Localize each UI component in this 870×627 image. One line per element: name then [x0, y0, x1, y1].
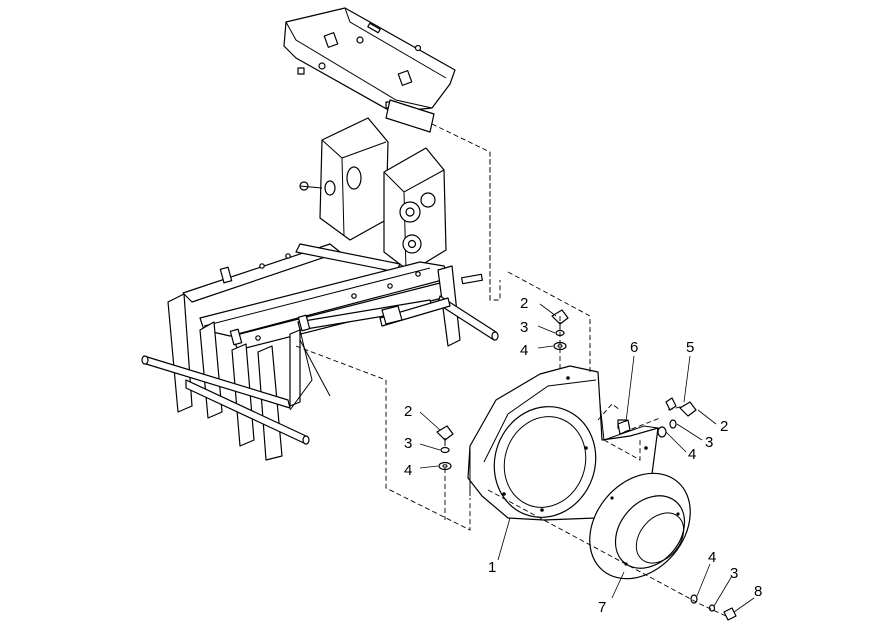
callout-3-right: 3 — [705, 434, 713, 451]
gearbox-assembly — [299, 117, 447, 273]
callout-4-left: 4 — [404, 462, 412, 479]
main-frame — [141, 243, 499, 461]
callout-5: 5 — [686, 339, 694, 356]
blower-cover — [589, 472, 691, 580]
callout-3-top: 3 — [520, 319, 528, 336]
callout-7: 7 — [598, 599, 606, 616]
assembly-lines — [295, 123, 727, 617]
hardware-group-bottom — [690, 594, 737, 621]
callouts: 1 2 3 4 2 3 4 6 5 2 3 4 7 4 3 8 — [404, 295, 762, 616]
hardware-group-left — [436, 425, 454, 471]
callout-4-top: 4 — [520, 342, 528, 359]
callout-6: 6 — [630, 339, 638, 356]
callout-2-top: 2 — [520, 295, 528, 312]
callout-4-right: 4 — [688, 446, 696, 463]
callout-4-bottom: 4 — [708, 549, 716, 566]
callout-1: 1 — [488, 559, 496, 576]
callout-3-bottom: 3 — [730, 565, 738, 582]
callout-3-left: 3 — [404, 435, 412, 452]
callout-2-right: 2 — [720, 418, 728, 435]
callout-2-left: 2 — [404, 403, 412, 420]
leader-lines — [419, 303, 755, 613]
callout-8: 8 — [754, 583, 762, 600]
control-panel-plate — [283, 7, 456, 133]
